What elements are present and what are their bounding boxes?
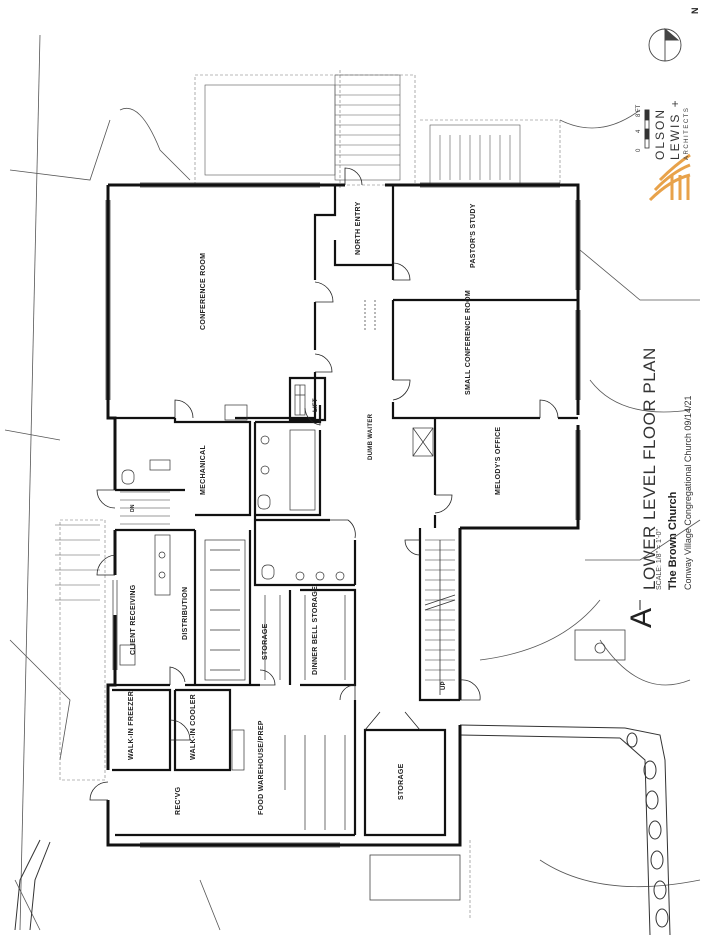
room-label-recvg: REC'VG [175,786,182,815]
room-label-food-warehouse: FOOD WAREHOUSE/PREP [258,720,265,815]
sheet-letter: A [625,607,658,628]
site-feature [369,629,626,901]
church-subtitle: Conway Village Congregational Church 09/… [683,395,693,590]
room-label-storage-lower: STORAGE [398,763,405,800]
interior-walls [108,185,578,837]
room-label-dumb-waiter: DUMB WAITER [368,413,374,460]
room-label-north-entry: NORTH ENTRY [355,201,362,255]
room-label-mechanical: MECHANICAL [200,444,207,495]
scale-tick-8: 8 FT [636,104,642,117]
scale-tick-4: 4 [636,129,642,133]
plan-scale: SCALE: 1/8" = 1'-0" [656,529,663,590]
site-lines [4,34,701,931]
exterior-stairs [55,74,521,601]
room-label-pastors-study: PASTOR'S STUDY [470,203,477,268]
door-swings [89,167,559,801]
firm-logo [648,153,691,202]
north-arrow-label: N [690,7,700,15]
room-label-lift: LIFT [313,398,319,412]
fixtures [119,300,434,830]
stair-treads [120,491,456,695]
north-arrow-graphic [648,28,682,62]
room-label-conference: CONFERENCE ROOM [200,252,207,330]
firm-name-line1: OLSON [653,107,667,160]
stone-wall [14,724,671,935]
windows [105,182,581,848]
church-name: The Brown Church [667,491,679,590]
room-label-dinner-bell-storage: DINNER BELL STORAGE [312,585,319,675]
room-label-client-receiving: CLIENT RECEIVING [130,584,137,655]
room-label-storage-center: STORAGE [262,623,269,660]
scale-bar-graphic [644,109,650,149]
room-label-small-conference: SMALL CONFERENCE ROOM [465,290,472,395]
site-dashed [59,70,561,920]
room-label-melodys-office: MELODY'S OFFICE [495,426,502,495]
room-label-distribution: DISTRIBUTION [182,586,189,640]
firm-name-line2: LEWIS + [668,98,682,160]
room-label-walkin-cooler: WALK-IN COOLER [190,693,197,760]
exterior-walls [106,183,580,847]
room-label-walkin-freezer: WALK-IN FREEZER [128,690,135,760]
stair-label-up: UP [441,681,447,690]
firm-name-line3: ARCHITECTS [684,106,690,160]
scale-tick-0: 0 [636,148,642,152]
stair-label-dn: DN [130,504,136,512]
